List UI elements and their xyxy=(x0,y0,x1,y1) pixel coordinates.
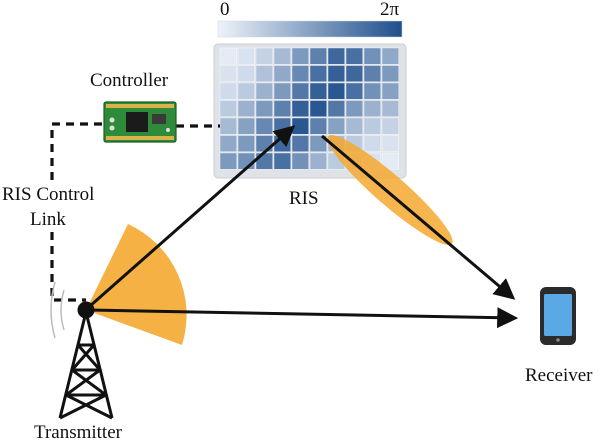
ris-element xyxy=(363,135,381,152)
ris-element xyxy=(291,135,309,152)
transmitter-tower-icon xyxy=(50,281,114,420)
transmitter-beam-sector xyxy=(86,224,187,345)
ris-reflected-beam xyxy=(327,135,453,245)
ris-element xyxy=(219,65,237,82)
ris-element xyxy=(381,82,399,100)
ris-element xyxy=(381,135,399,152)
colorbar-min-label: 0 xyxy=(220,0,230,20)
ris-element xyxy=(219,82,237,100)
ris-element xyxy=(363,117,381,135)
ris-element xyxy=(237,65,255,82)
ris-element xyxy=(381,100,399,117)
ris-element xyxy=(237,47,255,65)
ris-element xyxy=(327,65,345,82)
ris-control-link-lower xyxy=(50,232,86,302)
ris-element xyxy=(255,135,273,152)
ris-element xyxy=(345,82,363,100)
ris-element xyxy=(363,47,381,65)
receiver-phone-icon xyxy=(540,287,576,345)
ris-element xyxy=(291,65,309,82)
ris-element xyxy=(363,65,381,82)
transmitter-label: Transmitter xyxy=(34,422,122,443)
ris-element xyxy=(345,100,363,117)
ris-control-link xyxy=(50,122,102,184)
ris-element xyxy=(291,100,309,117)
ris-element xyxy=(309,65,327,82)
ris-element xyxy=(255,47,273,65)
ris-element xyxy=(327,117,345,135)
ris-element xyxy=(255,82,273,100)
ris-element xyxy=(381,117,399,135)
ris-element xyxy=(345,47,363,65)
ris-element xyxy=(381,47,399,65)
ris-cell-grid xyxy=(219,47,399,170)
ris-element xyxy=(327,47,345,65)
ris-element xyxy=(381,65,399,82)
ris-element xyxy=(363,100,381,117)
ris-element xyxy=(273,65,291,82)
ris-element xyxy=(345,117,363,135)
ris-element xyxy=(255,117,273,135)
ris-element xyxy=(291,117,309,135)
ris-element xyxy=(363,82,381,100)
receiver-label: Receiver xyxy=(525,365,593,386)
control-link-label-line1: RIS Control xyxy=(2,184,95,205)
ris-element xyxy=(255,65,273,82)
phase-colorbar xyxy=(217,20,403,38)
ris-element xyxy=(291,152,309,170)
ris-element xyxy=(219,117,237,135)
ris-to-rx-arrow xyxy=(321,134,516,300)
ris-element xyxy=(309,152,327,170)
ris-element xyxy=(309,135,327,152)
tx-to-rx-arrow xyxy=(89,307,519,329)
ris-element xyxy=(237,117,255,135)
ris-element xyxy=(309,117,327,135)
ris-element xyxy=(219,100,237,117)
ris-element xyxy=(309,47,327,65)
ris-element xyxy=(273,82,291,100)
ris-element xyxy=(255,152,273,170)
ris-element xyxy=(237,100,255,117)
ris-element xyxy=(273,47,291,65)
controller-label: Controller xyxy=(90,70,169,91)
ris-element xyxy=(237,82,255,100)
colorbar-max-label: 2π xyxy=(380,0,400,20)
ris-element xyxy=(219,135,237,152)
ris-element xyxy=(309,100,327,117)
ris-element xyxy=(327,82,345,100)
ris-element xyxy=(291,82,309,100)
ris-element xyxy=(273,152,291,170)
ris-element xyxy=(309,82,327,100)
ris-element xyxy=(381,152,399,170)
ris-label: RIS xyxy=(289,188,319,209)
ris-element xyxy=(255,100,273,117)
ris-element xyxy=(273,100,291,117)
ris-element xyxy=(291,47,309,65)
ris-element xyxy=(327,100,345,117)
controller-board-icon xyxy=(103,101,177,143)
control-link-label-line2: Link xyxy=(30,209,66,230)
tx-to-ris-arrow xyxy=(89,125,296,308)
ris-element xyxy=(345,65,363,82)
ris-element xyxy=(219,152,237,170)
ris-element xyxy=(237,135,255,152)
ris-element xyxy=(219,47,237,65)
